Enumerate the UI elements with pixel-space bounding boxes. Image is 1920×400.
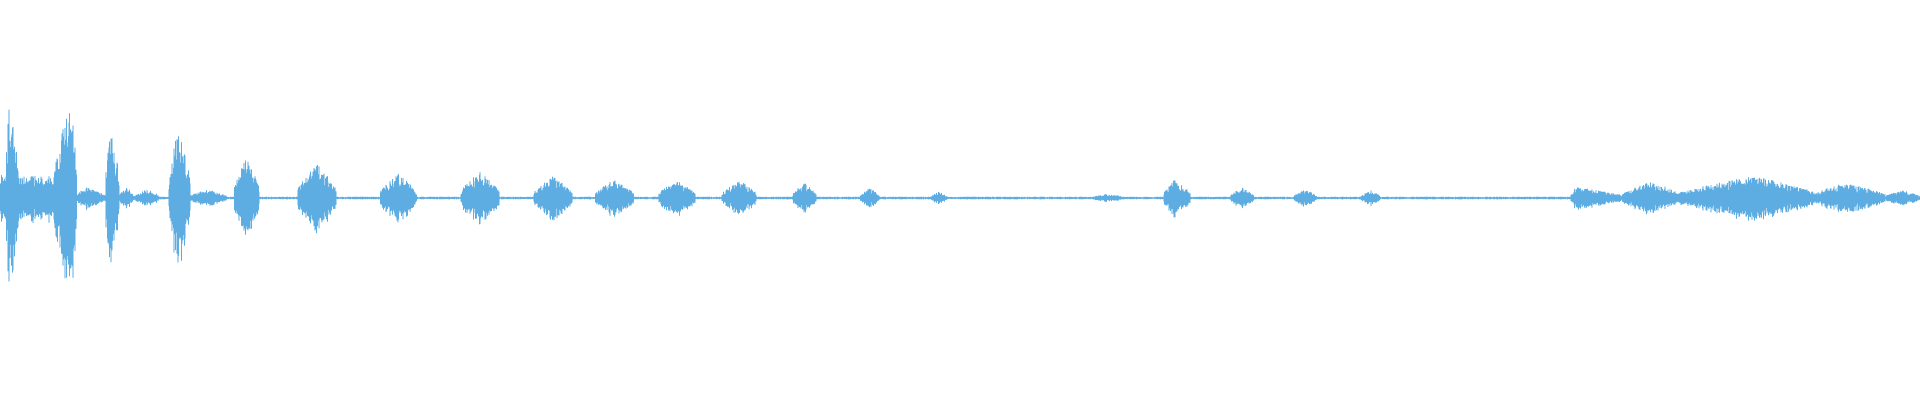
waveform-trace bbox=[0, 109, 1920, 282]
